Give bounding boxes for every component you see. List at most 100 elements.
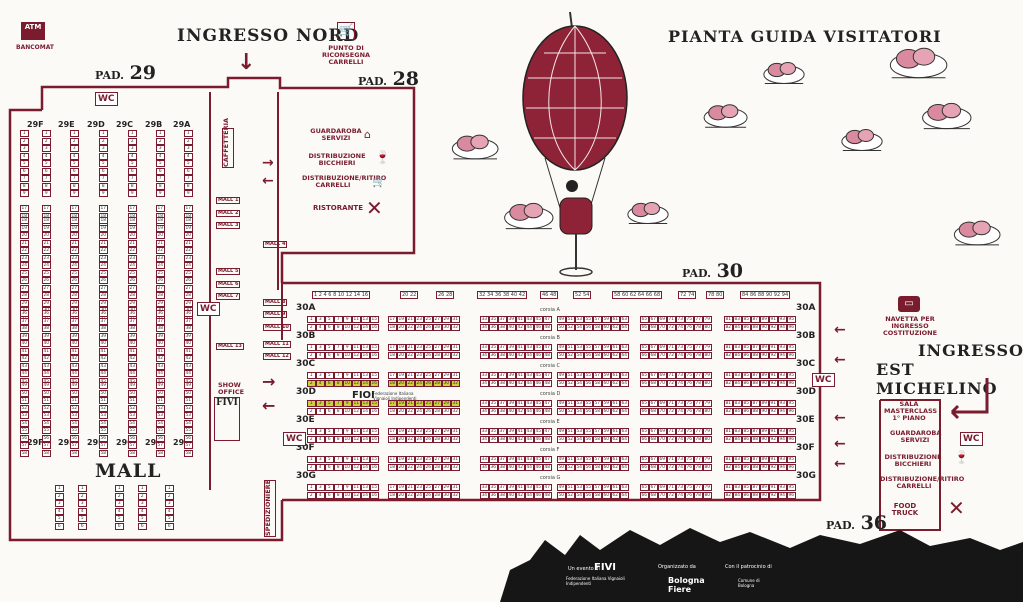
booth[interactable]: 19 <box>397 484 406 491</box>
booth[interactable]: 39 <box>99 332 108 340</box>
booth[interactable]: 6 <box>156 167 165 175</box>
booth[interactable]: 7 <box>42 175 51 182</box>
booth[interactable]: 58 <box>184 449 193 457</box>
booth[interactable]: 73 <box>676 484 685 491</box>
booth[interactable]: 6 <box>325 435 334 443</box>
booth[interactable]: 1 <box>307 344 316 351</box>
booth[interactable]: 60 <box>602 351 611 359</box>
booth[interactable]: 17 <box>388 316 397 323</box>
booth[interactable]: 26 <box>424 463 433 471</box>
booth[interactable]: 1 <box>307 484 316 491</box>
booth[interactable]: 13 <box>361 456 370 463</box>
booth[interactable]: 87 <box>751 344 760 351</box>
booth[interactable]: 40 <box>20 340 29 347</box>
booth[interactable]: 37 <box>498 316 507 323</box>
booth[interactable]: 6 <box>325 463 334 471</box>
booth[interactable]: 85 <box>742 344 751 351</box>
booth[interactable]: 9 <box>42 190 51 197</box>
booth[interactable]: 53 <box>99 412 108 419</box>
booth[interactable]: 74 <box>676 351 685 359</box>
booth[interactable]: 36 <box>489 351 498 359</box>
booth[interactable]: 44 <box>20 370 29 377</box>
booth[interactable]: 22 <box>406 407 415 415</box>
booth[interactable]: 19 <box>397 344 406 351</box>
booth[interactable]: 43 <box>525 484 534 491</box>
booth[interactable]: 25 <box>424 344 433 351</box>
booth[interactable]: 32 <box>451 491 460 499</box>
booth[interactable]: 6 <box>165 522 174 530</box>
booth[interactable]: 32 <box>451 407 460 415</box>
booth[interactable]: 36 <box>489 491 498 499</box>
booth[interactable]: 95 <box>787 316 796 323</box>
booth[interactable]: 74 <box>676 407 685 415</box>
booth[interactable]: 79 <box>703 344 712 351</box>
booth[interactable]: 43 <box>99 362 108 370</box>
booth[interactable]: 77 <box>694 316 703 323</box>
booth[interactable]: 80 <box>703 463 712 471</box>
booth[interactable]: 74 <box>676 379 685 387</box>
booth[interactable]: 68 <box>649 323 658 331</box>
booth[interactable]: 72 <box>667 323 676 331</box>
booth[interactable]: 26 <box>424 351 433 359</box>
booth[interactable]: 49 <box>128 382 137 389</box>
booth[interactable]: 75 <box>685 484 694 491</box>
booth[interactable]: 32 <box>451 463 460 471</box>
booth[interactable]: 23 <box>415 484 424 491</box>
booth[interactable]: 55 <box>184 427 193 434</box>
booth[interactable]: 38 <box>498 323 507 331</box>
booth[interactable]: 55 <box>42 427 51 434</box>
booth[interactable]: 15 <box>370 428 379 435</box>
booth[interactable]: 5 <box>156 160 165 167</box>
booth[interactable]: 22 <box>70 247 79 254</box>
booth[interactable]: 29 <box>20 299 29 307</box>
booth[interactable]: 30 <box>442 491 451 499</box>
booth[interactable]: 45 <box>534 428 543 435</box>
booth[interactable]: 55 <box>584 428 593 435</box>
booth[interactable]: 65 <box>640 456 649 463</box>
booth[interactable]: 21 <box>128 239 137 247</box>
booth[interactable]: 77 <box>694 428 703 435</box>
booth[interactable]: 93 <box>778 428 787 435</box>
booth[interactable]: 7 <box>70 175 79 182</box>
booth[interactable]: 39 <box>507 456 516 463</box>
booth[interactable]: 90 <box>760 351 769 359</box>
booth[interactable]: 68 <box>649 435 658 443</box>
booth[interactable]: 28 <box>433 351 442 359</box>
booth[interactable]: 38 <box>20 325 29 332</box>
booth[interactable]: 35 <box>489 484 498 491</box>
booth[interactable]: 90 <box>760 379 769 387</box>
booth[interactable]: 72 <box>667 379 676 387</box>
booth[interactable]: 91 <box>769 428 778 435</box>
booth[interactable]: 16 <box>370 351 379 359</box>
booth[interactable]: 49 <box>557 456 566 463</box>
booth[interactable]: 36 <box>20 310 29 317</box>
booth[interactable]: 1 <box>20 130 29 137</box>
booth[interactable]: 17 <box>42 205 51 212</box>
booth[interactable]: 77 <box>694 456 703 463</box>
booth[interactable]: 92 <box>769 407 778 415</box>
booth[interactable]: 49 <box>557 316 566 323</box>
booth[interactable]: 88 <box>751 351 760 359</box>
booth[interactable]: 81 <box>724 344 733 351</box>
booth[interactable]: 17 <box>184 205 193 212</box>
booth[interactable]: 10 <box>343 379 352 387</box>
booth[interactable]: 30 <box>442 407 451 415</box>
booth[interactable]: 56 <box>128 434 137 442</box>
booth[interactable]: 39 <box>128 332 137 340</box>
booth[interactable]: 69 <box>658 400 667 407</box>
booth[interactable]: 58 <box>128 449 137 457</box>
booth[interactable]: 62 <box>611 463 620 471</box>
booth[interactable]: 52 <box>566 407 575 415</box>
booth[interactable]: 63 <box>620 456 629 463</box>
booth[interactable]: 19 <box>397 372 406 379</box>
booth[interactable]: 9 <box>343 428 352 435</box>
booth[interactable]: 6 <box>138 522 147 530</box>
booth[interactable]: 33 <box>480 400 489 407</box>
booth[interactable]: 90 <box>760 491 769 499</box>
booth[interactable]: 21 <box>406 428 415 435</box>
booth[interactable]: 53 <box>575 428 584 435</box>
booth[interactable]: 37 <box>498 428 507 435</box>
booth[interactable]: 7 <box>99 175 108 182</box>
booth[interactable]: 53 <box>184 412 193 419</box>
booth[interactable]: 96 <box>787 323 796 331</box>
